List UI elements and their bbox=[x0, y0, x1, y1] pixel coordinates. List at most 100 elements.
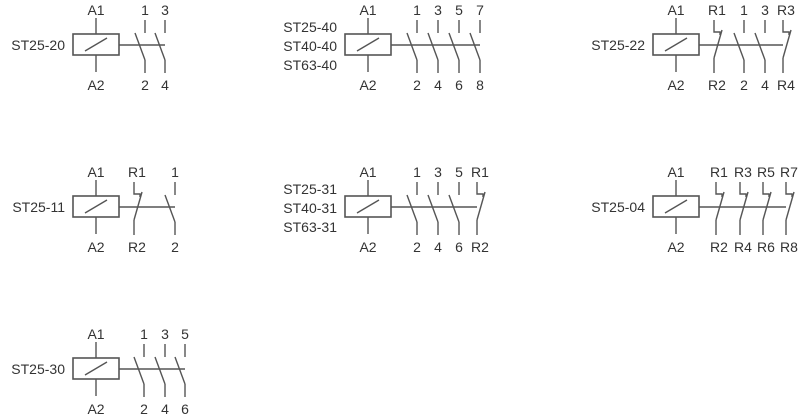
contact-blade bbox=[733, 32, 745, 61]
terminal-label-top: 3 bbox=[761, 2, 769, 18]
terminal-label-a2: A2 bbox=[667, 77, 684, 93]
contact-top-terminal-hook bbox=[133, 182, 141, 197]
terminal-label-bottom: R8 bbox=[780, 239, 798, 255]
coil-diagonal bbox=[84, 199, 108, 214]
model-label: ST25-40 bbox=[283, 19, 337, 35]
coil-diagonal bbox=[84, 361, 108, 376]
normally-open-contact: 12 bbox=[134, 2, 149, 93]
contact-blade bbox=[448, 32, 460, 61]
terminal-label-top: 3 bbox=[161, 326, 169, 342]
terminal-label-a2: A2 bbox=[667, 239, 684, 255]
normally-open-contact: 12 bbox=[733, 2, 748, 93]
normally-open-contact: 34 bbox=[427, 164, 442, 255]
terminal-label-bottom: 4 bbox=[434, 77, 442, 93]
contact-top-terminal-hook bbox=[715, 182, 723, 197]
contact-blade bbox=[134, 32, 146, 61]
terminal-label-top: 1 bbox=[740, 2, 748, 18]
terminal-label-bottom: 2 bbox=[740, 77, 748, 93]
terminal-label-a1: A1 bbox=[359, 2, 376, 18]
terminal-label-bottom: R2 bbox=[710, 239, 728, 255]
normally-open-contact: 34 bbox=[754, 2, 769, 93]
terminal-label-top: 3 bbox=[434, 2, 442, 18]
terminal-label-bottom: 6 bbox=[181, 401, 189, 417]
contact-blade bbox=[754, 32, 766, 61]
terminal-label-bottom: 2 bbox=[171, 239, 179, 255]
coil-diagonal bbox=[664, 37, 688, 52]
normally-open-contact: 34 bbox=[427, 2, 442, 93]
model-label: ST25-31 bbox=[283, 181, 337, 197]
terminal-label-bottom: R4 bbox=[777, 77, 795, 93]
terminal-label-top: R1 bbox=[710, 164, 728, 180]
normally-open-contact: 56 bbox=[448, 2, 463, 93]
terminal-label-bottom: R2 bbox=[471, 239, 489, 255]
model-label: ST40-31 bbox=[283, 200, 337, 216]
terminal-label-top: 5 bbox=[455, 2, 463, 18]
normally-open-contact: 56 bbox=[174, 326, 189, 417]
contact-blade bbox=[469, 32, 481, 61]
contact-top-terminal-hook bbox=[785, 182, 793, 197]
terminal-label-top: 7 bbox=[476, 2, 484, 18]
contact-top-terminal-hook bbox=[762, 182, 770, 197]
normally-open-contact: 78 bbox=[469, 2, 484, 93]
terminal-label-bottom: 4 bbox=[761, 77, 769, 93]
terminal-label-bottom: R2 bbox=[128, 239, 146, 255]
contact-blade bbox=[133, 356, 145, 385]
terminal-label-top: R7 bbox=[780, 164, 798, 180]
contact-blade bbox=[782, 29, 792, 59]
terminal-label-a2: A2 bbox=[87, 401, 104, 417]
terminal-label-top: 3 bbox=[161, 2, 169, 18]
terminal-label-a1: A1 bbox=[667, 2, 684, 18]
normally-open-contact: 34 bbox=[154, 2, 169, 93]
contact-blade bbox=[713, 29, 723, 59]
terminal-label-bottom: 4 bbox=[161, 401, 169, 417]
terminal-label-top: R3 bbox=[734, 164, 752, 180]
terminal-label-a1: A1 bbox=[87, 164, 104, 180]
contact-top-terminal-hook bbox=[476, 182, 484, 197]
coil-diagonal bbox=[84, 37, 108, 52]
normally-open-contact: 56 bbox=[448, 164, 463, 255]
normally-open-contact: 12 bbox=[133, 326, 148, 417]
terminal-label-bottom: 6 bbox=[455, 239, 463, 255]
model-label: ST25-30 bbox=[11, 361, 65, 377]
terminal-label-a2: A2 bbox=[359, 77, 376, 93]
terminal-label-a1: A1 bbox=[667, 164, 684, 180]
terminal-label-a2: A2 bbox=[87, 239, 104, 255]
contact-top-terminal-hook bbox=[739, 182, 747, 197]
terminal-label-top: 5 bbox=[181, 326, 189, 342]
model-label: ST25-04 bbox=[591, 199, 645, 215]
coil-diagonal bbox=[664, 199, 688, 214]
terminal-label-bottom: 2 bbox=[413, 239, 421, 255]
terminal-label-bottom: R4 bbox=[734, 239, 752, 255]
model-label: ST25-22 bbox=[591, 37, 645, 53]
contact-top-terminal-hook bbox=[713, 20, 721, 35]
contact-blade bbox=[154, 32, 166, 61]
terminal-label-a2: A2 bbox=[87, 77, 104, 93]
terminal-label-top: 1 bbox=[141, 2, 149, 18]
model-label: ST25-20 bbox=[11, 37, 65, 53]
contact-blade bbox=[406, 32, 418, 61]
contact-blade bbox=[406, 194, 418, 223]
terminal-label-bottom: 8 bbox=[476, 77, 484, 93]
normally-open-contact: 12 bbox=[164, 164, 179, 255]
terminal-label-top: R1 bbox=[708, 2, 726, 18]
model-label: ST63-31 bbox=[283, 219, 337, 235]
model-label: ST25-11 bbox=[12, 199, 65, 215]
contact-blade bbox=[739, 191, 749, 221]
terminal-label-bottom: 2 bbox=[141, 77, 149, 93]
terminal-label-bottom: 4 bbox=[434, 239, 442, 255]
model-label: ST63-40 bbox=[283, 57, 337, 73]
terminal-label-bottom: 6 bbox=[455, 77, 463, 93]
contact-blade bbox=[715, 191, 725, 221]
normally-open-contact: 34 bbox=[154, 326, 169, 417]
terminal-label-top: R5 bbox=[757, 164, 775, 180]
